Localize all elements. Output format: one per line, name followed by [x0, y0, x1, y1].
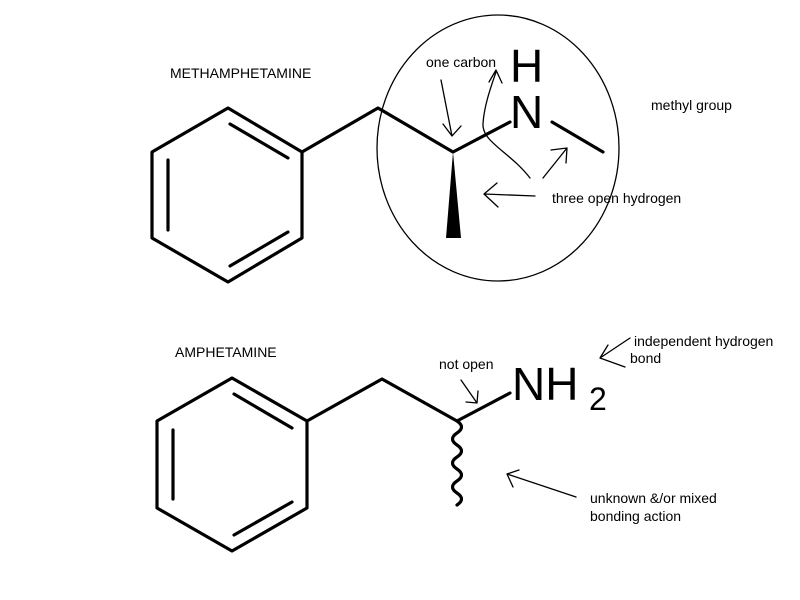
meth-hydrogen-atom: H	[510, 40, 543, 92]
amph-ring-double-bond-1	[232, 392, 294, 430]
arrow-independent-hydrogen	[599, 337, 631, 368]
arrow-unknown-bonding	[506, 469, 577, 498]
arrow-not-open	[460, 379, 479, 404]
amph-ring-double-bond-2	[232, 500, 294, 537]
meth-ring-double-bond-1	[228, 122, 290, 160]
meth-carbon-chain	[300, 106, 512, 154]
arrow-hydrogen-curve	[482, 69, 531, 179]
label-unknown-line1: unknown &/or mixed	[590, 490, 717, 506]
meth-ring-double-bond-2	[228, 230, 290, 268]
label-methyl-group: methyl group	[651, 97, 732, 113]
methamphetamine-title: METHAMPHETAMINE	[170, 65, 311, 81]
amphetamine-title: AMPHETAMINE	[175, 344, 277, 360]
amph-nh-subscript: 2	[589, 381, 607, 417]
label-independent-hydrogen-line1: independent hydrogen	[634, 333, 773, 349]
methamphetamine-structure: METHAMPHETAMINE N H one carbon methyl gr…	[150, 14, 732, 284]
meth-n-methyl-bond	[550, 120, 605, 154]
meth-wedge-bond	[446, 152, 461, 238]
arrow-hydrogen-up	[542, 147, 568, 179]
label-three-open-hydrogen: three open hydrogen	[552, 190, 681, 206]
amph-carbon-chain	[305, 377, 512, 423]
arrow-hydrogen-left	[483, 182, 536, 208]
meth-nitrogen-atom: N	[510, 86, 543, 138]
meth-benzene-ring	[150, 106, 304, 284]
amph-wavy-bond	[450, 419, 464, 507]
amphetamine-structure: AMPHETAMINE NH 2 not open independent hy…	[155, 333, 773, 553]
label-not-open: not open	[439, 356, 494, 372]
label-unknown-line2: bonding action	[590, 508, 681, 524]
label-independent-hydrogen-line2: bond	[630, 350, 661, 366]
amph-nh-atom: NH	[512, 358, 578, 410]
amph-benzene-ring	[155, 376, 309, 553]
label-one-carbon: one carbon	[426, 54, 496, 70]
meth-highlight-circle	[376, 14, 620, 282]
arrow-one-carbon	[440, 79, 462, 137]
